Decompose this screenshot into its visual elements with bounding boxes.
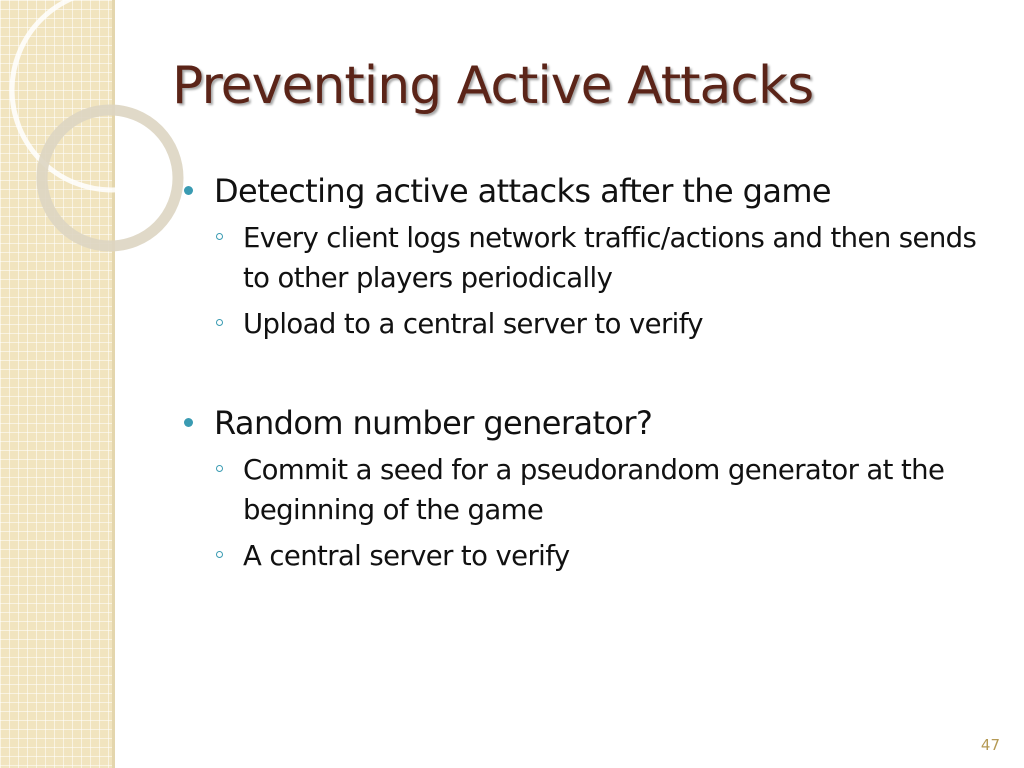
sub-bullet-item: Every client logs network traffic/action… [182,218,1002,298]
sub-bullet-ring-icon [216,465,223,472]
bullet-item: Detecting active attacks after the game [182,170,1002,212]
decorative-ring-large [9,0,215,193]
sub-bullet-item: Commit a seed for a pseudorandom generat… [182,450,1002,530]
sub-bullet-text: A central server to verify [243,540,570,572]
sub-bullet-item: A central server to verify [182,536,1002,576]
sub-bullet-ring-icon [216,319,223,326]
slide-content: Detecting active attacks after the game … [182,170,1002,576]
sub-bullet-text: Commit a seed for a pseudorandom generat… [243,454,945,526]
sub-bullet-text: Every client logs network traffic/action… [243,222,977,294]
sub-bullet-ring-icon [216,233,223,240]
bullet-text: Detecting active attacks after the game [214,172,832,210]
bullet-spacer [182,344,1002,402]
side-panel-edge [112,0,115,768]
sub-bullet-ring-icon [216,551,223,558]
slide-title: Preventing Active Attacks [172,56,814,116]
decorative-rings [9,0,215,252]
decorative-ring-small [36,104,184,252]
sub-bullet-text: Upload to a central server to verify [243,308,704,340]
bullet-item: Random number generator? [182,402,1002,444]
bullet-dot-icon [184,186,193,195]
sub-bullet-item: Upload to a central server to verify [182,304,1002,344]
bullet-dot-icon [184,418,193,427]
bullet-text: Random number generator? [214,404,653,442]
page-number: 47 [980,736,1000,754]
